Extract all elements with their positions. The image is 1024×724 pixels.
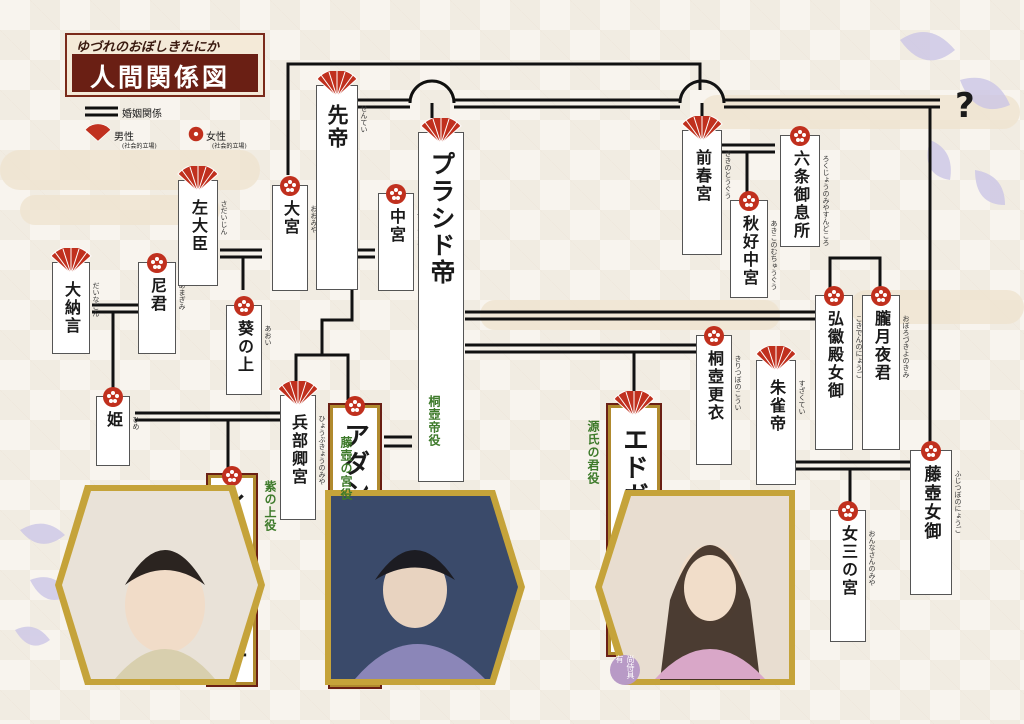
person-card-rokujo: 六条御息所 — [780, 135, 820, 247]
portrait-isan — [55, 485, 265, 685]
role-edgard: 源氏の君役 — [586, 420, 600, 485]
legend-graphics — [85, 106, 118, 117]
female-plum-icon — [188, 126, 204, 142]
female-plum-icon — [279, 175, 301, 197]
person-name: 六条御息所 — [791, 150, 810, 240]
person-card-oborozukiyo: 朧月夜君 — [862, 295, 900, 450]
female-plum-icon — [344, 395, 366, 417]
female-plum-icon — [146, 252, 168, 274]
legend-female-label: 女性 — [206, 132, 226, 143]
person-card-fujitsubo: 藤壺女御 — [910, 450, 952, 595]
person-card-sadaijin: 左大臣 — [178, 180, 218, 286]
male-fan-icon — [680, 114, 724, 143]
person-ruby: きりつぼのこうい — [734, 355, 742, 411]
person-card-sentei: 先帝 — [316, 85, 358, 290]
person-name: 朧月夜君 — [872, 310, 891, 382]
portrait-edgard — [595, 490, 795, 685]
person-card-amagimi: 尼君 — [138, 262, 176, 354]
female-plum-icon — [233, 295, 255, 317]
female-plum-icon — [102, 386, 124, 408]
female-plum-icon — [385, 183, 407, 205]
person-name: 大納言 — [62, 281, 81, 335]
person-card-kokiden: 弘徽殿女御 — [815, 295, 853, 450]
female-plum-icon — [870, 285, 892, 307]
person-ruby: あきこのむちゅうぐう — [770, 220, 778, 290]
person-ruby: あおい — [264, 325, 272, 346]
person-card-toguu: 前春宮 — [682, 130, 722, 255]
person-name: 姫 — [104, 411, 123, 429]
male-fan-icon — [84, 124, 112, 142]
legend-female-note: (社会的立場) — [212, 143, 247, 150]
person-card-kiritsubo: 桐壺更衣 — [696, 335, 732, 465]
person-card-onnasan: 女三の宮 — [830, 510, 866, 642]
male-fan-icon — [315, 69, 359, 98]
person-ruby: すざくてい — [798, 380, 806, 415]
role-placid: 桐壺帝役 — [427, 395, 441, 447]
person-ruby: こきでんのにょうご — [855, 315, 863, 378]
female-plum-icon — [823, 285, 845, 307]
person-card-suzaku: 朱雀帝 — [756, 360, 796, 485]
role-adan: 藤壺の宮役 — [339, 436, 353, 501]
portrait-adan — [325, 490, 525, 685]
person-ruby: おぼろづきよのきみ — [902, 315, 910, 378]
female-plum-icon — [789, 125, 811, 147]
person-ruby: さだいじん — [220, 200, 228, 235]
title-plaque: ゆづれのおぼしきたにか 人間関係図 — [60, 30, 270, 100]
page-title: 人間関係図 — [90, 63, 231, 92]
person-ruby: おんなさんのみや — [868, 530, 876, 586]
stamp-badge: 尚侍具有 — [610, 655, 640, 685]
person-ruby: おおみや — [310, 205, 318, 233]
person-card-placid: プラシド帝 — [418, 132, 464, 482]
person-card-dainagon: 大納言 — [52, 262, 90, 354]
male-fan-icon — [276, 379, 320, 408]
female-plum-icon — [837, 500, 859, 522]
person-card-aoi: 葵の上 — [226, 305, 262, 395]
person-card-hyobu: 兵部卿宮 — [280, 395, 316, 520]
person-name: 秋好中宮 — [740, 215, 759, 287]
person-ruby: あまぎみ — [178, 282, 186, 310]
person-name: 前春宮 — [693, 149, 712, 203]
person-name: 桐壺更衣 — [705, 350, 724, 422]
female-plum-icon — [920, 440, 942, 462]
female-plum-icon — [703, 325, 725, 347]
legend-male-note: (社会的立場) — [122, 143, 157, 150]
person-name: 先帝 — [325, 104, 350, 150]
female-plum-icon — [738, 190, 760, 212]
person-card-omiya: 大宮 — [272, 185, 308, 291]
person-name: プラシド帝 — [427, 151, 456, 286]
person-name: 弘徽殿女御 — [825, 310, 844, 400]
person-name: 藤壺女御 — [920, 465, 941, 541]
person-ruby: さきのとうぐう — [724, 150, 732, 199]
person-name: 朱雀帝 — [767, 379, 786, 433]
person-ruby: ひめ — [132, 416, 140, 430]
male-fan-icon — [419, 116, 463, 145]
person-ruby: ひょうぶきょうのみや — [318, 415, 326, 485]
person-name: 左大臣 — [189, 199, 208, 253]
male-fan-icon — [612, 389, 656, 418]
person-name: 中宮 — [387, 208, 406, 244]
male-fan-icon — [176, 164, 220, 193]
role-isan: 紫の上役 — [263, 480, 277, 532]
person-ruby: だいなごん — [92, 282, 100, 317]
person-card-chugu: 中宮 — [378, 193, 414, 291]
person-ruby: ふじつぼのにょうご — [954, 470, 962, 533]
person-name: 大宮 — [281, 200, 300, 236]
person-name: 尼君 — [148, 277, 167, 313]
legend-male-label: 男性 — [114, 132, 134, 143]
question-mark: ? — [955, 86, 975, 126]
person-ruby: ろくじょうのみやすんどころ — [822, 155, 830, 246]
male-fan-icon — [754, 344, 798, 373]
cloud-band — [480, 300, 780, 330]
male-fan-icon — [49, 246, 93, 275]
legend-marriage-label: 婚姻関係 — [122, 109, 162, 120]
title-subtitle: ゆづれのおぼしきたにか — [76, 40, 220, 55]
person-card-akikonomu: 秋好中宮 — [730, 200, 768, 298]
person-name: 女三の宮 — [839, 525, 858, 597]
person-ruby: せんてい — [360, 105, 368, 133]
female-plum-icon — [221, 465, 243, 487]
person-name: 兵部卿宮 — [289, 414, 308, 486]
person-name: 葵の上 — [235, 320, 254, 374]
